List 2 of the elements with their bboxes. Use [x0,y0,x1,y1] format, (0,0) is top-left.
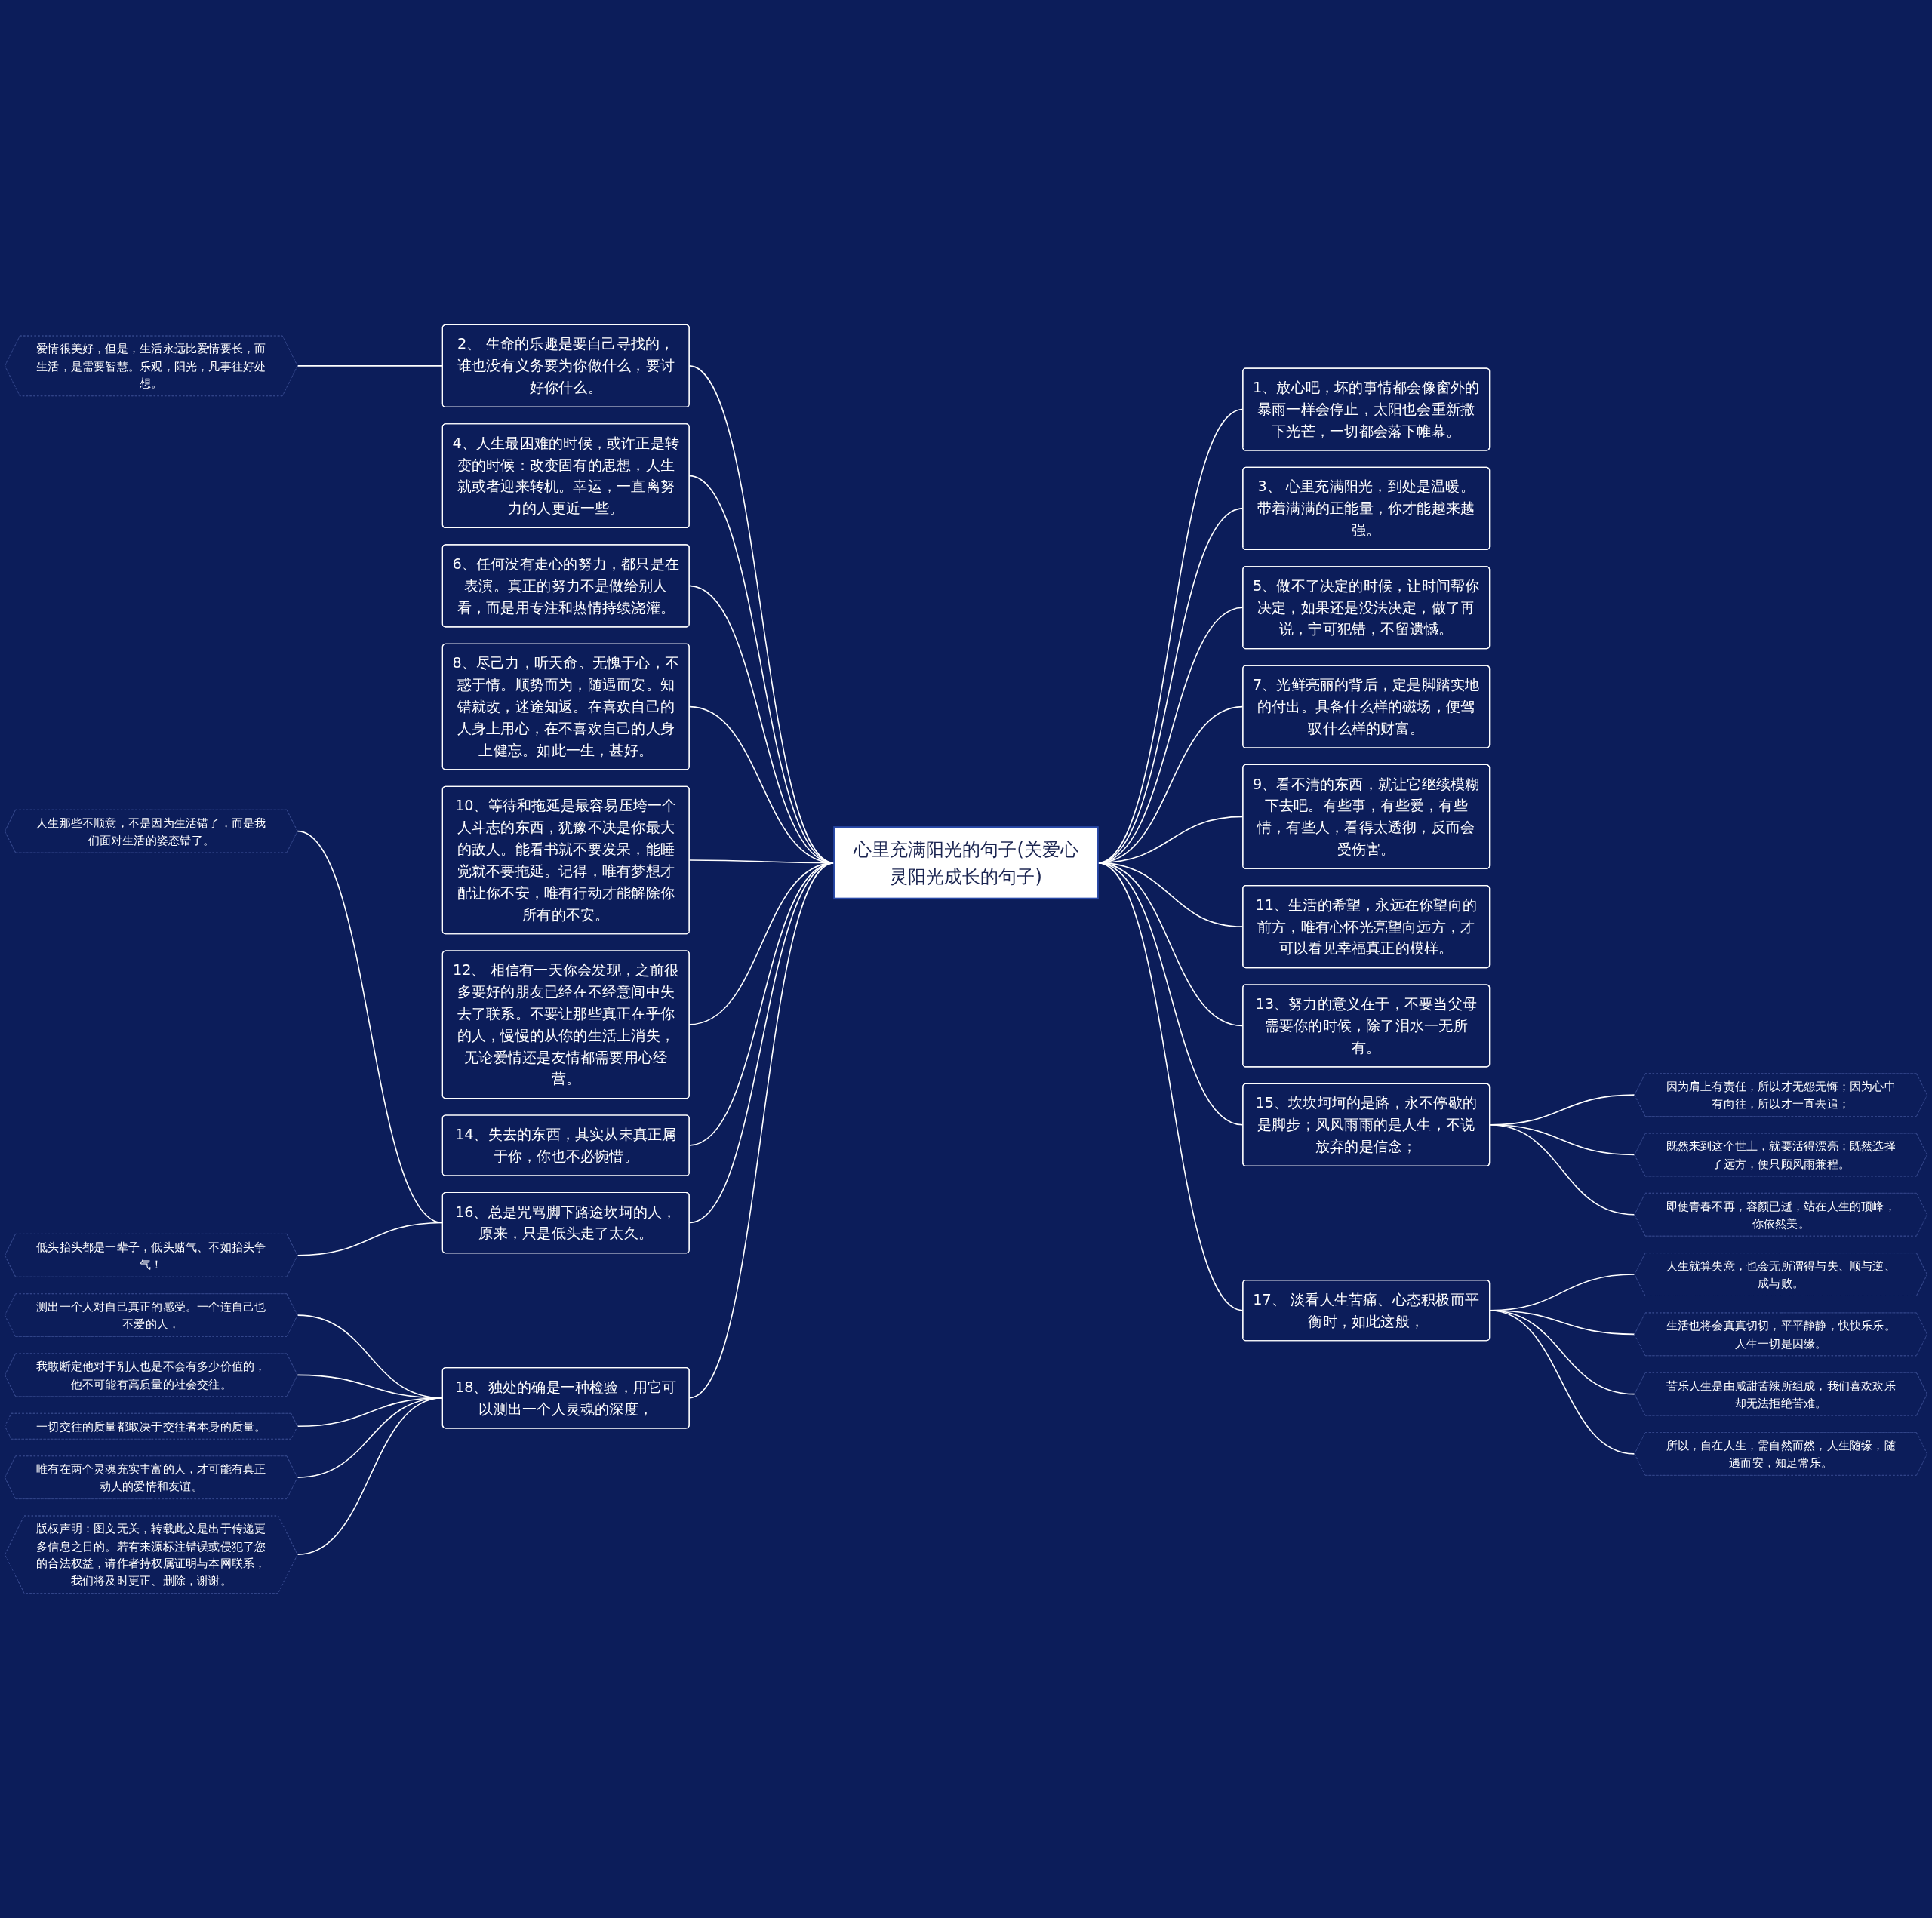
node-box: 心里充满阳光的句子(关爱心灵阳光成长的句子) [833,826,1099,900]
connector [1097,862,1244,1311]
